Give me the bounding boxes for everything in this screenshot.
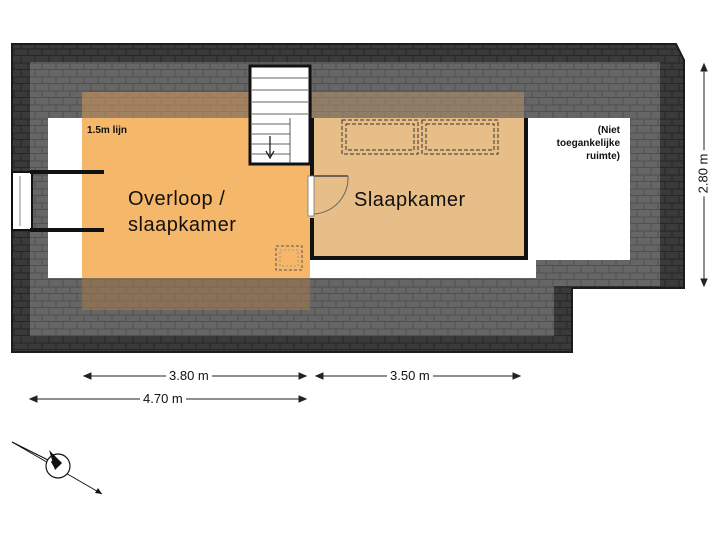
inaccessible-line3: ruimte) — [586, 151, 620, 162]
stair-arrow-icon — [265, 150, 275, 160]
dimension-depth: 2.80 m — [695, 150, 711, 197]
attic-hatch — [275, 245, 303, 271]
stair-well — [248, 64, 312, 166]
landing-room-label: Overloop / slaapkamer — [128, 186, 236, 238]
compass — [11, 441, 103, 495]
bedroom-door-swing — [312, 175, 349, 215]
landing-label-line1: Overloop / — [128, 188, 226, 210]
landing-label-line2: slaapkamer — [128, 214, 237, 236]
inaccessible-line1: (Niet — [597, 125, 620, 136]
dimension-landing-width: 3.80 m — [166, 368, 212, 383]
attic-hatch-inner — [279, 249, 299, 267]
bedroom-label: Slaapkamer — [354, 189, 466, 211]
dormer-window — [11, 171, 33, 231]
skylights — [341, 119, 499, 155]
door-frame — [307, 175, 315, 217]
bedroom-roof-overlay — [312, 92, 524, 118]
height-line-label: 1.5m lijn — [87, 125, 128, 136]
stair-treads — [252, 77, 308, 164]
inaccessible-space-label: (Niet toegankelijke ruimte) — [544, 124, 620, 163]
landing-roof-overlay-bottom — [82, 278, 310, 310]
inaccessible-line2: toegankelijke — [556, 138, 620, 149]
dimension-bedroom-width: 3.50 m — [387, 368, 433, 383]
dimension-total-width: 4.70 m — [140, 391, 186, 406]
